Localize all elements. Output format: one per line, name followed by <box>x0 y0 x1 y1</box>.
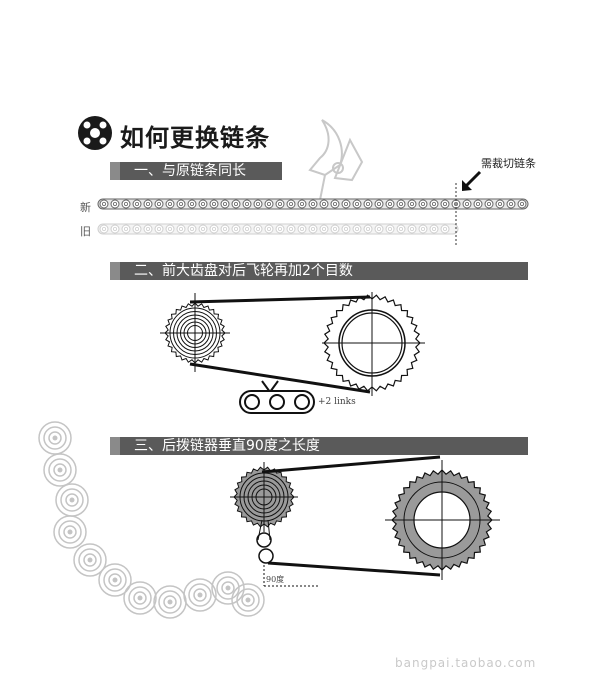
extra-links-icon <box>239 380 315 414</box>
plus-links-label: +2 links <box>318 397 356 407</box>
cut-chain-callout: 需裁切链条 <box>481 157 536 170</box>
watermark-url: bangpai.taobao.com <box>395 656 537 670</box>
new-chain <box>97 198 529 210</box>
old-chain <box>97 223 459 235</box>
cut-arrow-icon <box>462 170 482 191</box>
ninety-degree-label: 90度 <box>266 575 285 584</box>
tool-logo-icon <box>78 116 112 150</box>
chain-tool-sketch <box>308 119 364 201</box>
new-chain-label: 新 <box>80 201 91 214</box>
decorative-chain <box>38 421 265 619</box>
diagram-3 <box>230 455 500 587</box>
old-chain-label: 旧 <box>80 225 91 238</box>
page-title: 如何更换链条 <box>120 124 270 152</box>
section-3-heading: 三、后拨链器垂直90度之长度 <box>110 437 528 455</box>
section-1-heading: 一、与原链条同长 <box>110 162 282 180</box>
diagram-2 <box>160 292 425 396</box>
section-2-heading: 二、前大齿盘对后飞轮再加2个目数 <box>110 262 528 280</box>
